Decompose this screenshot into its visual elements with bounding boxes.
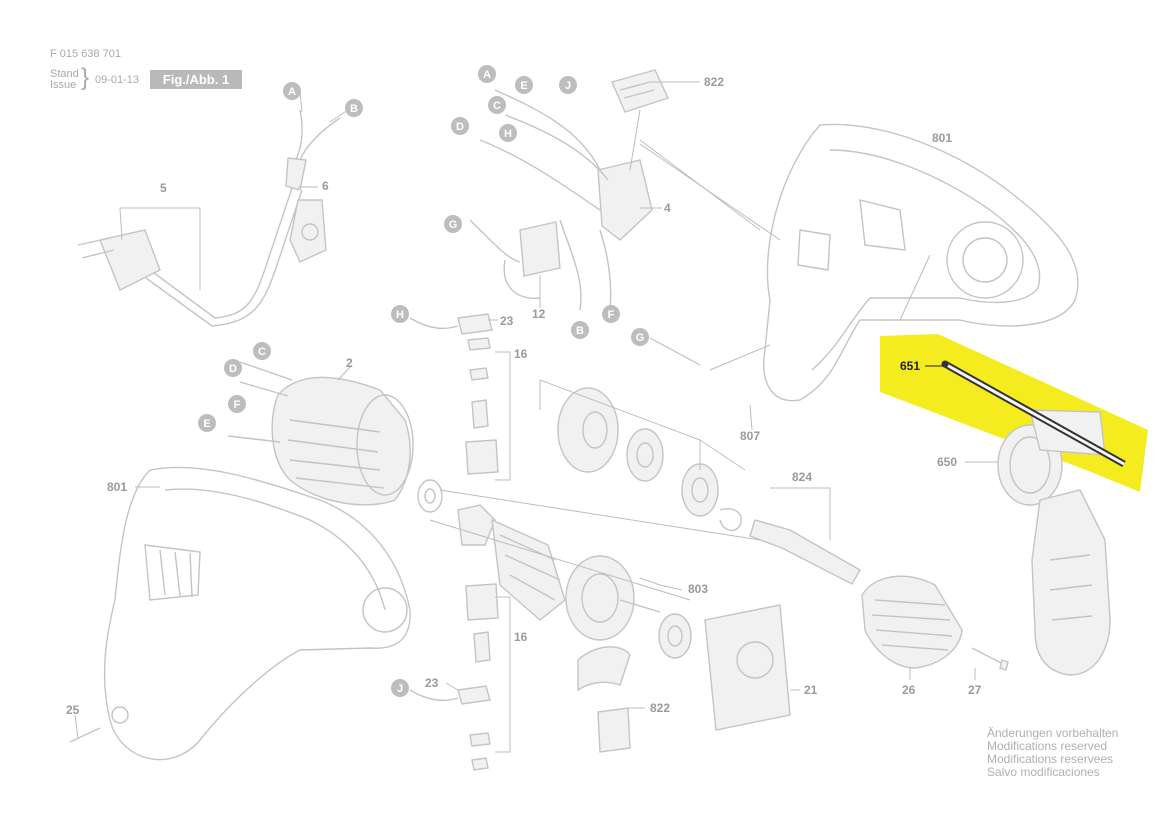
field-coil [227,361,414,506]
callout-a: A [478,65,496,83]
part-number: 801 [107,480,127,494]
part-number: 25 [66,703,80,717]
part-number: 4 [664,201,671,215]
modification-notes: Änderungen vorbehalten Modifications res… [987,727,1118,779]
callout-h: H [499,124,517,142]
note-line-de: Änderungen vorbehalten [987,726,1119,740]
callout-d: D [451,117,469,135]
brush-holder-upper [409,313,499,475]
svg-text:F: F [234,399,241,411]
callout-f: F [602,305,620,323]
svg-text:J: J [565,80,571,92]
document-number: F 015 638 701 [50,48,121,60]
housing-half-left [103,466,411,761]
part-number: 822 [704,75,724,89]
svg-text:E: E [203,418,210,430]
housing-half-right [763,123,1079,402]
brace-icon: } [81,64,90,91]
callout-a: A [283,82,301,100]
svg-text:D: D [229,363,237,375]
part-number: 16 [514,630,528,644]
brush-holder-lower [409,583,791,771]
callout-g: G [444,215,462,233]
gear-bearing-stack [417,387,861,585]
part-number: 16 [514,347,528,361]
issue-date: 09-01-13 [95,74,140,86]
part-number: 21 [804,683,818,697]
svg-text:F: F [608,309,615,321]
svg-text:A: A [288,86,296,98]
chuck-and-screws [69,575,1009,743]
figure-label: Fig./Abb. 1 [150,70,242,89]
leader-lines [74,81,998,753]
part-number: 5 [160,181,167,195]
part-number: 807 [740,429,760,443]
svg-text:G: G [449,219,458,231]
part-number: 27 [968,683,982,697]
svg-text:C: C [258,346,266,358]
part-number: 650 [937,455,957,469]
part-number: 801 [932,131,952,145]
svg-text:B: B [350,103,358,115]
part-number-highlighted: 651 [900,359,920,373]
part-number: 2 [346,356,353,370]
svg-text:J: J [397,683,403,695]
part-numbers: 822 801 4 5 6 12 23 16 2 807 651 650 824… [66,75,982,717]
callout-b: B [345,99,363,117]
callout-g: G [631,328,649,346]
part-number: 12 [532,307,546,321]
stand-label: Stand [50,68,79,80]
note-line-en: Modifications reserved [987,739,1108,753]
part-number: 23 [425,676,439,690]
part-number: 803 [688,582,708,596]
power-cord [77,109,341,327]
svg-text:B: B [576,325,584,337]
svg-text:H: H [504,128,512,140]
part-number: 824 [792,470,812,484]
callout-b: B [571,321,589,339]
svg-text:H: H [396,309,404,321]
svg-text:E: E [520,80,527,92]
callout-f: F [228,395,246,413]
callout-circles: A B A E J C H D G B F H G C D F E J [198,65,649,697]
issue-label: Issue [50,79,77,91]
callout-c: C [488,96,506,114]
svg-text:G: G [636,332,645,344]
callout-d: D [224,359,242,377]
callout-j: J [391,679,409,697]
callout-h: H [391,305,409,323]
svg-text:D: D [456,121,464,133]
part-number: 26 [902,683,916,697]
note-line-fr: Modifications reservees [987,752,1114,766]
svg-text:A: A [483,69,491,81]
svg-text:C: C [493,100,501,112]
switch-assembly [469,69,669,311]
note-line-es: Salvo modificaciones [987,765,1100,779]
part-number: 6 [322,179,329,193]
callout-e: E [198,414,216,432]
part-number: 23 [500,314,514,328]
callout-e: E [515,76,533,94]
part-number: 822 [650,701,670,715]
armature [457,504,692,659]
callout-j: J [559,76,577,94]
callout-c: C [253,342,271,360]
